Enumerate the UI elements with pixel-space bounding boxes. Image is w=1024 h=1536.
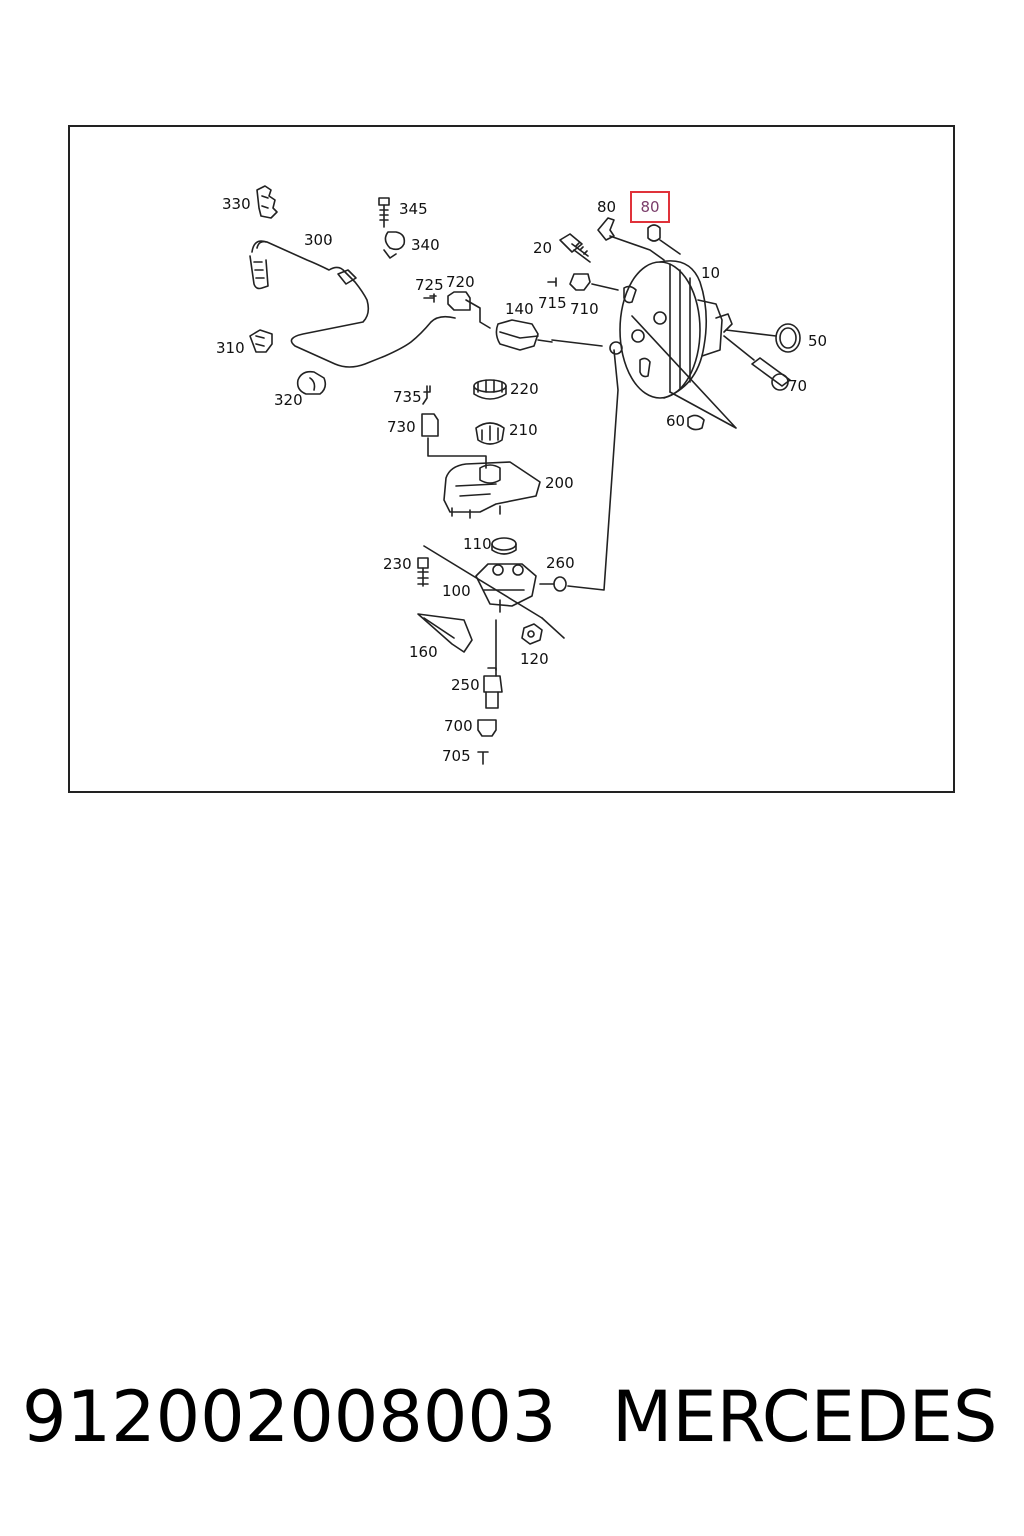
- callout-320: 320: [274, 391, 303, 409]
- part-100-master-cylinder: [475, 563, 537, 671]
- part-710-connector: [569, 273, 619, 291]
- callout-100: 100: [442, 582, 471, 600]
- part-705-screw: [477, 751, 489, 765]
- callout-10: 10: [701, 264, 721, 282]
- part-730-connector: [421, 413, 487, 469]
- callout-735: 735: [393, 388, 422, 406]
- callout-720: 720: [446, 273, 475, 291]
- callout-230: 230: [383, 555, 412, 573]
- part-320-grommet: [296, 370, 327, 395]
- callout-210: 210: [509, 421, 538, 439]
- part-20-stud: [559, 233, 591, 263]
- part-210-strainer: [475, 422, 505, 445]
- part-10-brake-booster: [609, 260, 733, 399]
- part-230-bolt: [417, 545, 543, 619]
- part-80-bracket: [597, 217, 665, 261]
- part-140-sensor: [495, 319, 603, 351]
- part-70-pin: [723, 335, 791, 391]
- callout-70: 70: [788, 377, 808, 395]
- part-735-screw: [422, 385, 431, 405]
- part-330-clip: [256, 185, 278, 219]
- callout-730: 730: [387, 418, 416, 436]
- callout-330: 330: [222, 195, 251, 213]
- callout-310: 310: [216, 339, 245, 357]
- part-160-heat-shield: [417, 613, 473, 653]
- callout-120: 120: [520, 650, 549, 668]
- part-300-vacuum-line: [249, 240, 456, 368]
- callout-710: 710: [570, 300, 599, 318]
- callout-50: 50: [808, 332, 828, 350]
- part-60-plug: [631, 315, 737, 431]
- brand-name: MERCEDES: [612, 1376, 998, 1458]
- part-260-seal: [539, 349, 619, 592]
- part-number: 912002008003: [22, 1376, 557, 1458]
- callout-725: 725: [415, 276, 444, 294]
- callout-340: 340: [411, 236, 440, 254]
- part-725-screw: [423, 293, 437, 303]
- callout-80: 80: [597, 198, 617, 216]
- callout-715: 715: [538, 294, 567, 312]
- callout-20: 20: [533, 239, 553, 257]
- callout-700: 700: [444, 717, 473, 735]
- callout-110: 110: [463, 535, 492, 553]
- callout-705: 705: [442, 747, 471, 765]
- callout-250: 250: [451, 676, 480, 694]
- part-220-cap: [473, 379, 507, 400]
- part-250-sensor: [483, 667, 503, 709]
- callout-300: 300: [304, 231, 333, 249]
- part-700-connector: [477, 719, 497, 737]
- part-310-clip: [249, 329, 273, 353]
- callout-80-highlighted[interactable]: 80: [630, 191, 670, 223]
- part-110-seal: [491, 537, 517, 555]
- part-80-grommet: [647, 224, 681, 255]
- part-120-nut: [521, 617, 565, 645]
- part-340-clamp: [383, 231, 406, 259]
- callout-160: 160: [409, 643, 438, 661]
- callout-140: 140: [505, 300, 534, 318]
- callout-345: 345: [399, 200, 428, 218]
- part-200-reservoir: [443, 461, 541, 519]
- diagram-frame: [68, 125, 955, 793]
- callout-260: 260: [546, 554, 575, 572]
- callout-220: 220: [510, 380, 539, 398]
- part-715-screw: [547, 277, 557, 287]
- part-50-o-ring: [725, 323, 801, 353]
- callout-60: 60: [666, 412, 686, 430]
- part-345-bolt: [378, 197, 390, 228]
- callout-200: 200: [545, 474, 574, 492]
- part-720-connector: [447, 291, 491, 329]
